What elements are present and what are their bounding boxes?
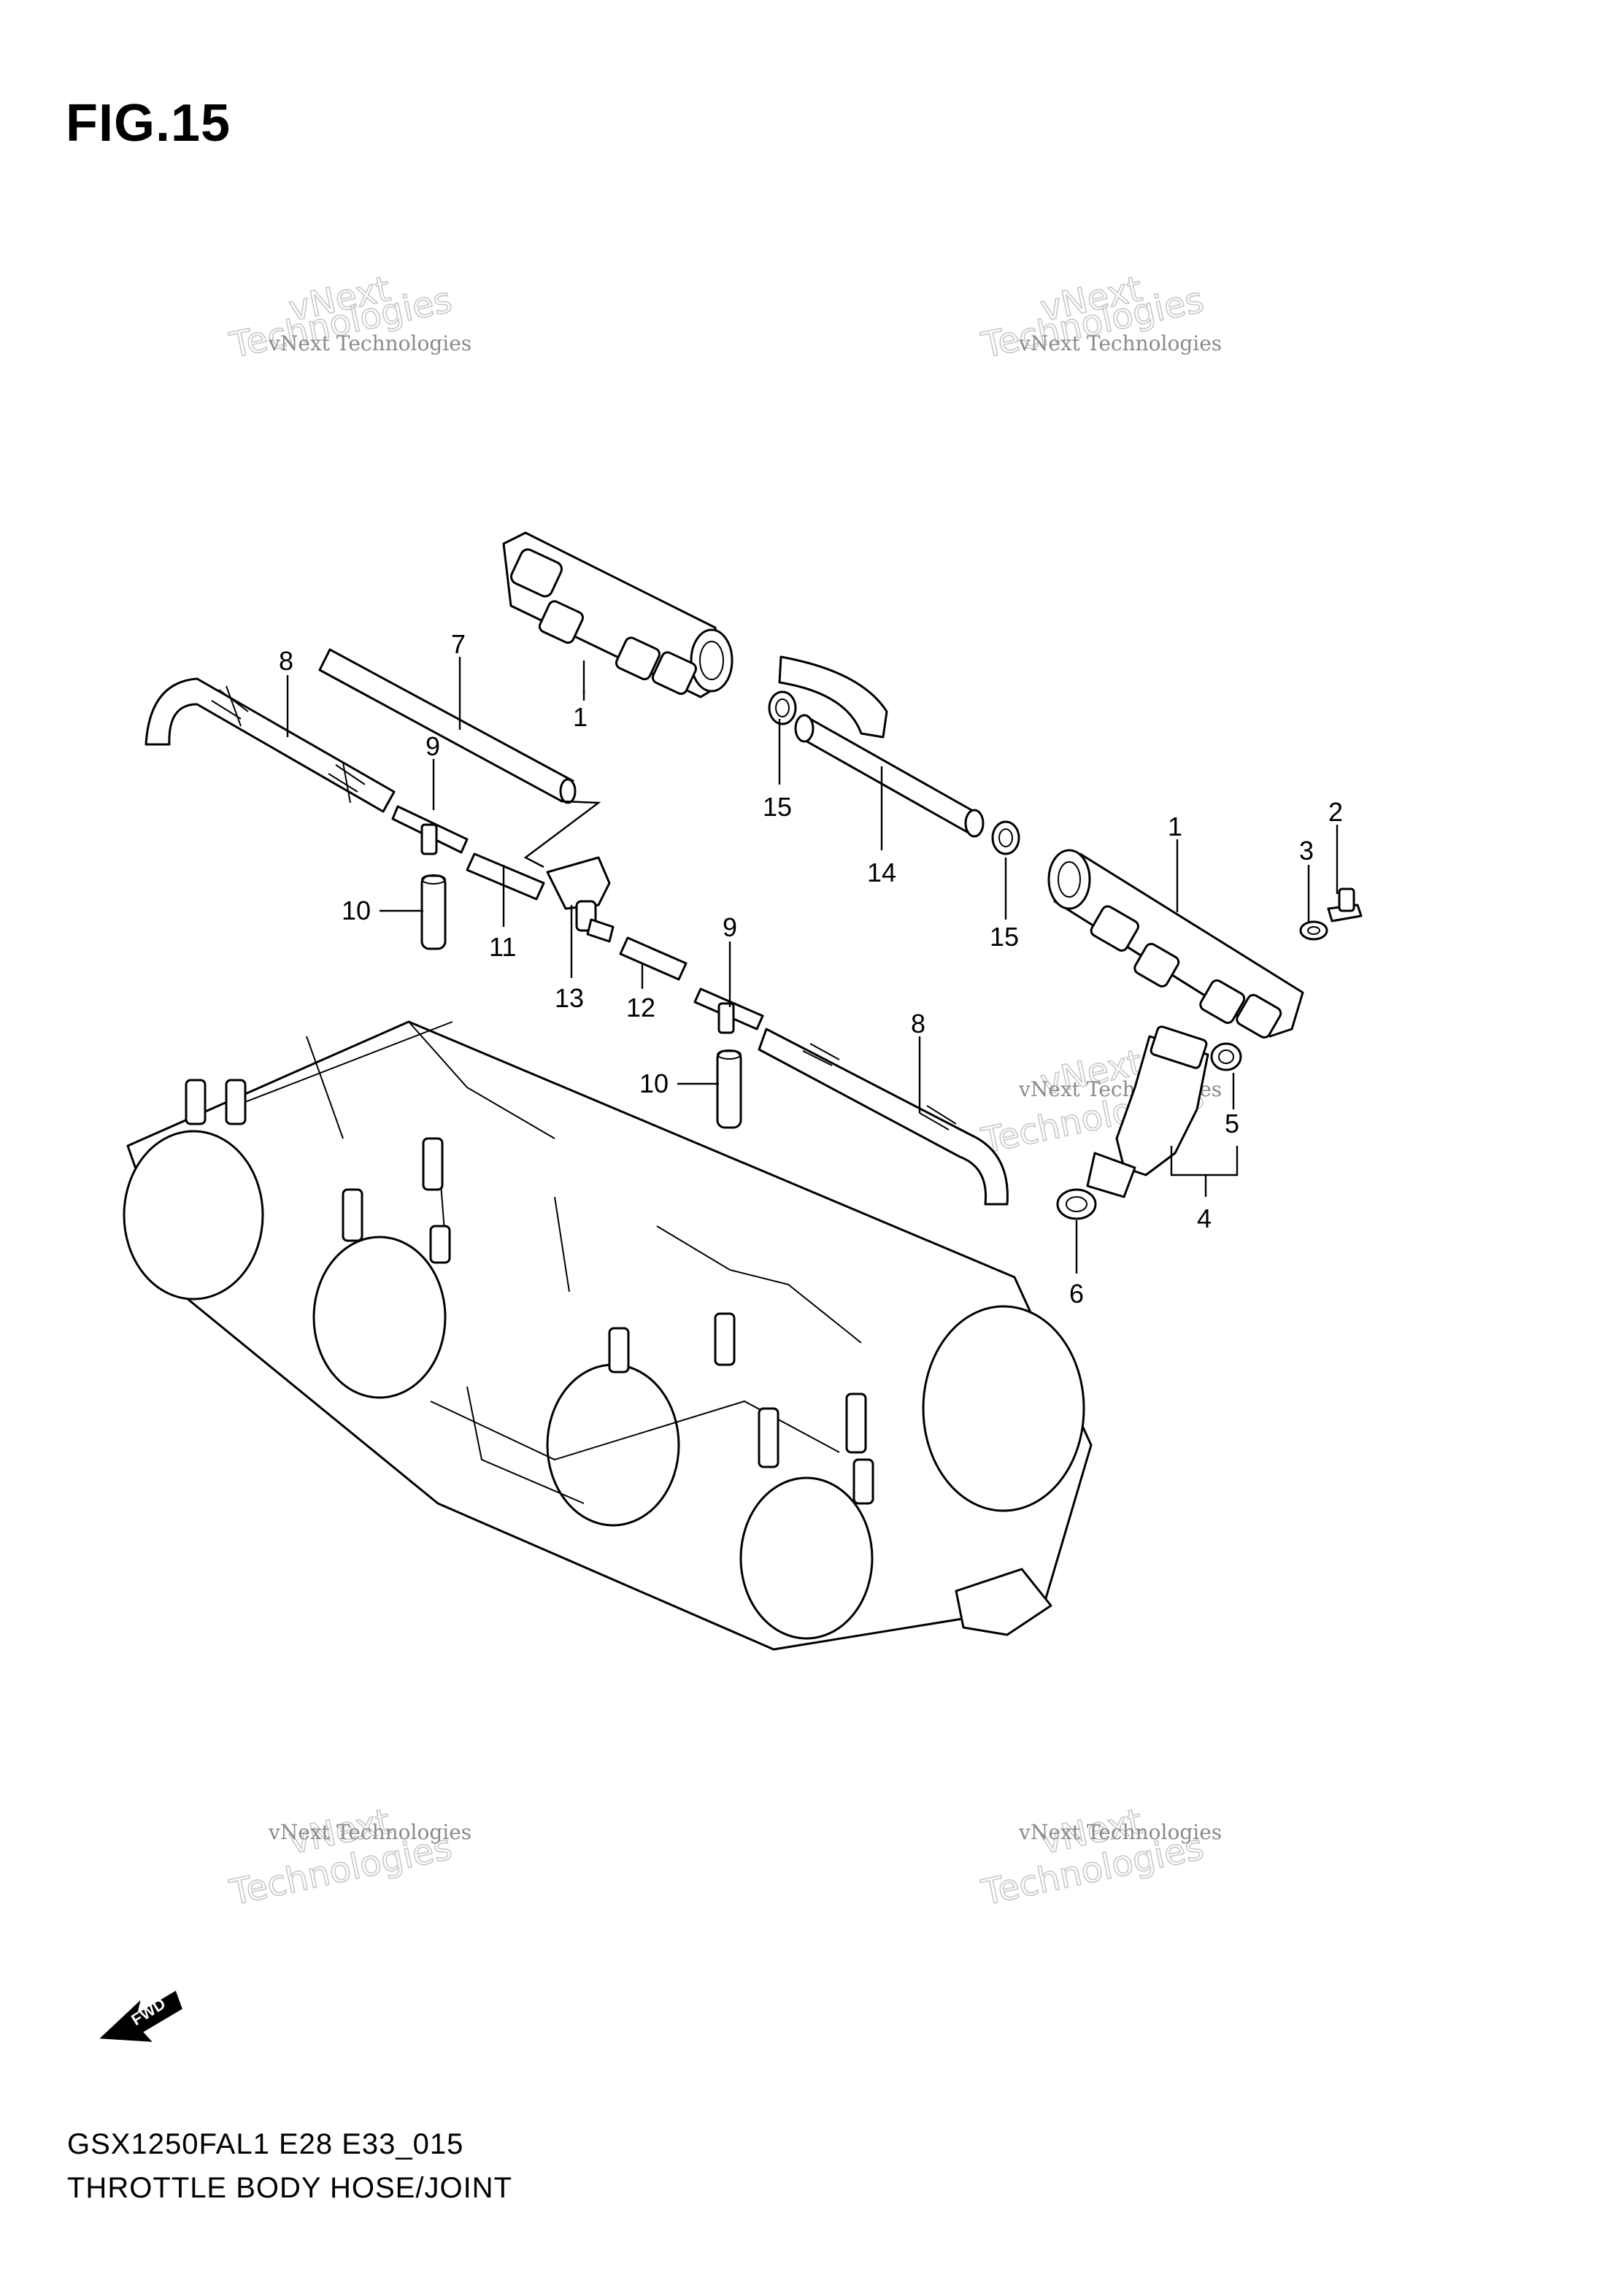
hose-bent-left [145, 677, 396, 813]
fuel-injector [1086, 1025, 1209, 1198]
callout-numbers: 1 8 7 9 15 14 1 2 3 10 11 13 12 9 15 8 1… [279, 629, 1343, 1309]
joint-upper [391, 805, 469, 855]
callout-label: 13 [555, 983, 584, 1013]
fuel-hose [778, 655, 985, 838]
model-code: GSX1250FAL1 E28 E33_015 [67, 2128, 464, 2160]
callout-label: 9 [426, 731, 440, 761]
joint-lower [693, 987, 764, 1034]
o-ring-injector-bottom [1056, 1188, 1097, 1220]
throttle-body-assembly [123, 1020, 1093, 1651]
watermark-text: vNext Technologies [268, 1820, 471, 1844]
callout-label: 1 [1168, 812, 1182, 841]
callout-label: 15 [990, 922, 1019, 952]
hose-short-upper [420, 874, 447, 950]
callout-label: 15 [763, 792, 792, 822]
watermark-top-left: Technologies vNext vNext Technologies [226, 268, 471, 367]
callout-label: 7 [451, 629, 466, 659]
watermark-bottom-left: Technologies vNext vNext Technologies [226, 1800, 471, 1914]
callout-label: 3 [1299, 836, 1314, 866]
callout-label: 8 [911, 1009, 925, 1039]
callout-label: 2 [1328, 797, 1343, 827]
callout-label: 4 [1197, 1203, 1212, 1233]
callout-label: 1 [573, 702, 588, 732]
watermark-top-right: Technologies vNext vNext Technologies [977, 268, 1222, 367]
washer [1299, 920, 1328, 941]
callout-label: 11 [489, 932, 516, 962]
leader-7-bracket [523, 800, 601, 868]
callout-label: 8 [279, 646, 293, 676]
diagram-description: THROTTLE BODY HOSE/JOINT [67, 2172, 512, 2204]
o-ring-injector-top [1210, 1042, 1242, 1071]
figure-title: FIG.15 [66, 94, 231, 153]
callout-label: 10 [342, 895, 371, 925]
o-ring-upper [768, 690, 797, 725]
watermark-bottom-right: Technologies vNext vNext Technologies [977, 1800, 1222, 1914]
o-ring-lower [991, 820, 1020, 855]
callout-label: 10 [639, 1068, 669, 1098]
hose-short-lower [716, 1049, 742, 1129]
callout-label: 12 [626, 993, 655, 1022]
fuel-delivery-pipe-right [1047, 849, 1304, 1039]
joint-13 [546, 856, 615, 943]
leader-4 [1170, 1146, 1239, 1176]
callout-label: 14 [867, 858, 896, 887]
callout-label: 5 [1225, 1109, 1239, 1139]
watermark-text: vNext Technologies [1018, 1820, 1222, 1844]
leader-lines [286, 657, 1339, 1274]
hose-short-12 [619, 936, 688, 981]
fuel-delivery-pipe-upper [502, 531, 734, 698]
forward-arrow-icon: FWD [99, 1990, 182, 2042]
callout-label: 6 [1069, 1279, 1084, 1309]
bolt [1327, 887, 1363, 922]
hose-bent-right [758, 1028, 1009, 1206]
hose-short-11 [466, 852, 545, 901]
watermark-text: vNext Technologies [1018, 331, 1222, 355]
watermark-text: vNext Technologies [268, 331, 471, 355]
callout-label: 9 [723, 912, 737, 942]
